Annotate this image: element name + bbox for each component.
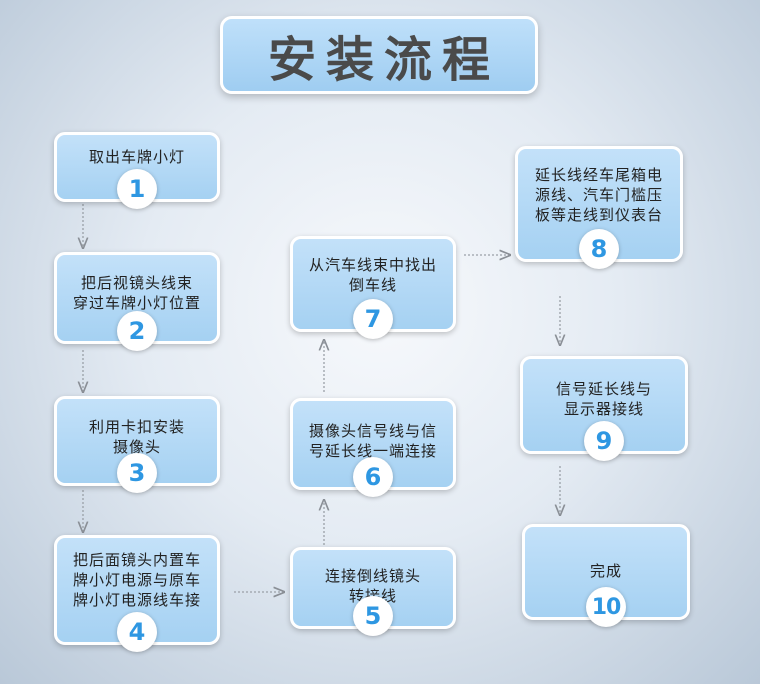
step-number-badge: 8 bbox=[579, 229, 619, 269]
step-number-badge: 6 bbox=[353, 457, 393, 497]
step-box-4: 把后面镜头内置车牌小灯电源与原车牌小灯电源线车接 4 bbox=[54, 535, 220, 652]
step-number: 4 bbox=[128, 618, 146, 646]
step-box-8: 延长线经车尾箱电源线、汽车门槛压板等走线到仪表台 8 bbox=[515, 146, 683, 269]
step-text: 从汽车线束中找出倒车线 bbox=[308, 256, 437, 294]
step-number: 8 bbox=[590, 235, 608, 263]
step-text: 把后面镜头内置车牌小灯电源与原车牌小灯电源线车接 bbox=[72, 551, 201, 609]
step-number: 3 bbox=[128, 459, 146, 487]
step-box-1: 取出车牌小灯 1 bbox=[54, 132, 220, 209]
title-banner: 安装流程 bbox=[220, 16, 538, 94]
step-number-badge: 2 bbox=[117, 311, 157, 351]
page-title: 安装流程 bbox=[267, 32, 500, 88]
step-number: 7 bbox=[364, 305, 382, 333]
step-number: 2 bbox=[128, 317, 146, 345]
step-text: 完成 bbox=[589, 562, 622, 580]
step-number: 9 bbox=[595, 427, 613, 455]
step-box-9: 信号延长线与显示器接线 9 bbox=[520, 356, 688, 461]
step-number: 5 bbox=[364, 602, 382, 630]
step-number-badge: 4 bbox=[117, 612, 157, 652]
step-number: 1 bbox=[128, 175, 146, 203]
step-box-10: 完成 10 bbox=[522, 524, 690, 627]
step-number-badge: 1 bbox=[117, 169, 157, 209]
step-number-badge: 7 bbox=[353, 299, 393, 339]
step-box-3: 利用卡扣安装摄像头 3 bbox=[54, 396, 220, 493]
step-number-badge: 5 bbox=[353, 596, 393, 636]
step-text: 把后视镜头线束穿过车牌小灯位置 bbox=[72, 274, 201, 312]
step-text: 利用卡扣安装摄像头 bbox=[88, 418, 185, 456]
step-number: 10 bbox=[591, 594, 622, 620]
step-text: 摄像头信号线与信号延长线一端连接 bbox=[308, 422, 437, 460]
step-text: 取出车牌小灯 bbox=[88, 148, 185, 166]
step-number-badge: 10 bbox=[586, 587, 626, 627]
step-number-badge: 3 bbox=[117, 453, 157, 493]
step-box-6: 摄像头信号线与信号延长线一端连接 6 bbox=[290, 398, 456, 497]
step-text: 延长线经车尾箱电源线、汽车门槛压板等走线到仪表台 bbox=[534, 166, 663, 224]
step-box-2: 把后视镜头线束穿过车牌小灯位置 2 bbox=[54, 252, 220, 351]
step-box-5: 连接倒线镜头转接线 5 bbox=[290, 547, 456, 636]
step-number-badge: 9 bbox=[584, 421, 624, 461]
step-number: 6 bbox=[364, 463, 382, 491]
step-text: 信号延长线与显示器接线 bbox=[555, 380, 652, 418]
step-box-7: 从汽车线束中找出倒车线 7 bbox=[290, 236, 456, 339]
